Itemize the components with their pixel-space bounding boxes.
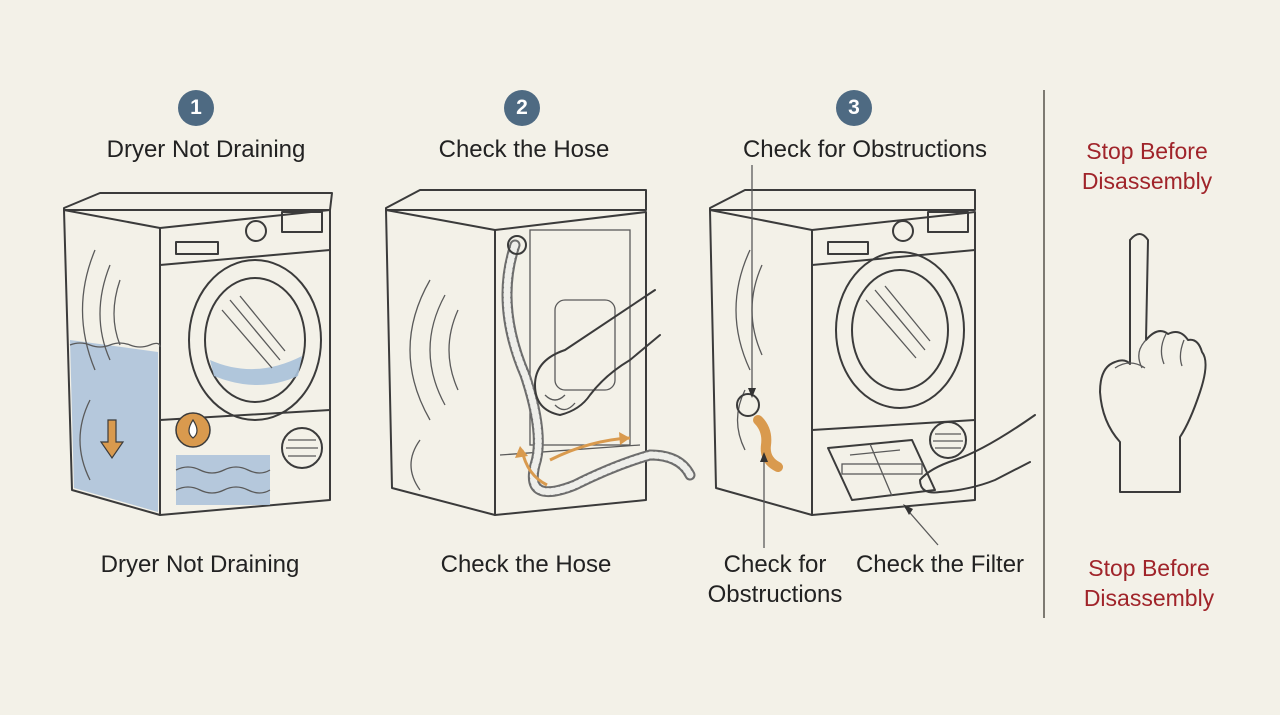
raised-finger-hand-icon [1099, 233, 1207, 493]
step-1-caption: Dryer Not Draining [100, 551, 300, 578]
down-arrow-icon [99, 419, 125, 460]
dryer-3-illustration [709, 165, 1036, 548]
obstructions-caption: Check for Obstructions [707, 551, 843, 608]
step-1-badge: 1 [178, 90, 214, 126]
filter-caption: Check the Filter [855, 551, 1025, 578]
dryer-2-illustration [385, 189, 696, 516]
section-divider [1043, 90, 1045, 618]
water-drop-icon [175, 412, 211, 448]
warning-title: Stop Before Disassembly [1081, 138, 1213, 194]
step-2-title: Check the Hose [438, 136, 610, 163]
step-3-badge: 3 [836, 90, 872, 126]
step-3-title: Check for Obstructions [742, 136, 988, 163]
dryer-1-illustration [63, 192, 333, 516]
step-2-badge: 2 [504, 90, 540, 126]
step-2-caption: Check the Hose [440, 551, 612, 578]
warning-caption: Stop Before Disassembly [1083, 555, 1215, 611]
step-1-title: Dryer Not Draining [106, 136, 306, 163]
